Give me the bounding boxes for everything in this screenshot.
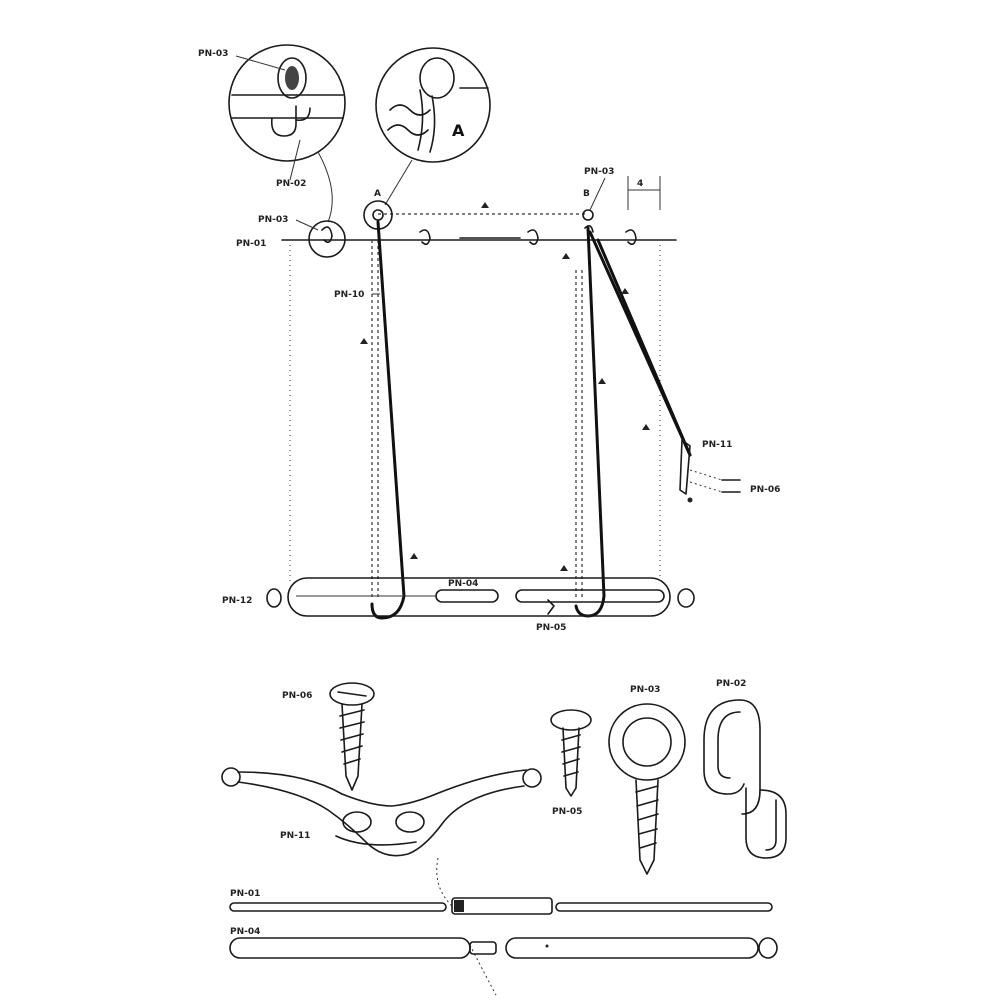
- shade-assembly: A A B 4: [198, 44, 780, 633]
- label-pn10: PN-10: [334, 290, 364, 300]
- bottom-bar: [266, 577, 695, 617]
- label-pn11-part: PN-11: [280, 831, 310, 841]
- screw-pn05: PN-05: [550, 709, 592, 817]
- rod-pn01: PN-01: [229, 889, 773, 915]
- bar-pn04: PN-04: [229, 927, 778, 959]
- callout-a-marker: A: [374, 189, 381, 199]
- dimension-4: 4: [637, 179, 643, 189]
- parts-section: PN-06 PN-05 PN-03 PN-02: [221, 679, 787, 996]
- eye-screw-pn03: PN-03: [608, 685, 686, 875]
- callout-a-detail: A: [452, 121, 465, 140]
- label-pn01-part: PN-01: [230, 889, 260, 899]
- label-pn02-part: PN-02: [716, 679, 746, 689]
- head-rod: [281, 237, 677, 241]
- label-pn06-part: PN-06: [282, 691, 312, 701]
- label-pn05-part: PN-05: [552, 807, 582, 817]
- label-pn03-part: PN-03: [630, 685, 660, 695]
- label-pn04-bottom: PN-04: [448, 579, 478, 589]
- label-pn03-detail: PN-03: [198, 49, 228, 59]
- label-pn03-rod: PN-03: [258, 215, 288, 225]
- label-pn06-top: PN-06: [750, 485, 780, 495]
- callout-b-marker: B: [583, 189, 590, 199]
- cleat-pn11: PN-11: [221, 767, 542, 857]
- s-hook-pn02: PN-02: [703, 679, 787, 859]
- screw-pn06: PN-06: [282, 682, 375, 791]
- label-pn02-detail: PN-02: [276, 179, 306, 189]
- label-pn11-top: PN-11: [702, 440, 732, 450]
- label-pn12: PN-12: [222, 596, 252, 606]
- detail-circle-a: A: [375, 47, 491, 163]
- label-pn01-rod: PN-01: [236, 239, 266, 249]
- detail-circle-hook: [228, 44, 346, 162]
- label-pn05-bottom: PN-05: [536, 623, 566, 633]
- label-pn04-part: PN-04: [230, 927, 260, 937]
- label-pn03-right: PN-03: [584, 167, 614, 177]
